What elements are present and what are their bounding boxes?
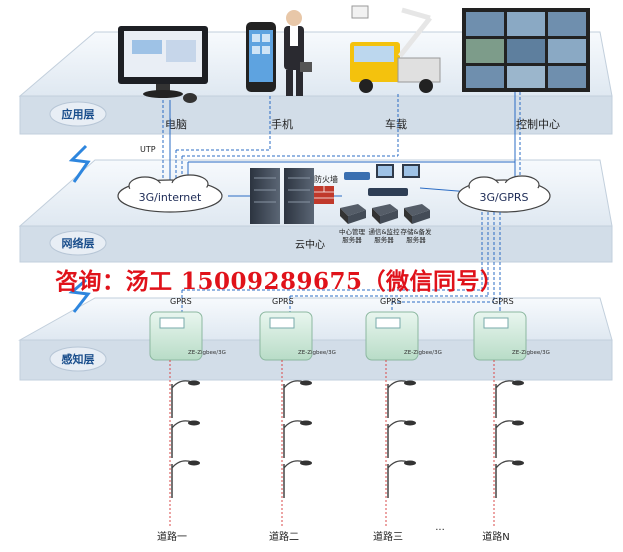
street-light-icon [283, 420, 312, 458]
internet-cloud-icon: 3G/internet [117, 174, 223, 213]
gprs-label-1: GPRS [170, 297, 192, 306]
cloud-center-label: 云中心 [295, 238, 325, 251]
road-cables [169, 360, 495, 528]
server-label-storage-line2: 服务器 [406, 235, 426, 244]
road-label-3: 道路三 [373, 530, 403, 543]
device-label-control-center: 控制中心 [516, 117, 560, 131]
internet-cloud-label: 3G/internet [139, 191, 202, 204]
street-light-icon [283, 380, 312, 418]
road-label-1: 道路一 [157, 530, 187, 543]
server-label-monitoring-line1: 通信&监控 [368, 227, 400, 236]
road-label-4: 道路N [482, 530, 509, 543]
terminal-device-icon [149, 311, 203, 361]
layer-badge-network: 网络层 [49, 230, 107, 256]
layer-label-network: 网络层 [62, 236, 95, 250]
road-label-2: 道路二 [269, 530, 299, 543]
service-truck-icon [350, 5, 441, 93]
workstation-icon [376, 164, 420, 178]
layer-badge-perception: 感知层 [49, 346, 107, 372]
layer-label-application: 应用层 [62, 107, 95, 121]
street-light-icon [387, 420, 416, 458]
server-unit-management-icon [340, 204, 366, 224]
street-light-icon [171, 420, 200, 458]
street-light-icon [171, 380, 200, 418]
consult-contact-text: 咨询：汤工 15009289675（微信同号） [55, 268, 504, 295]
gprs-cloud-label: 3G/GPRS [479, 191, 528, 204]
terminal-device-icon [473, 311, 527, 361]
street-light-icon [283, 460, 312, 498]
device-label-phone: 手机 [271, 117, 293, 131]
server-label-management-line2: 服务器 [342, 235, 362, 244]
server-label-monitoring-line2: 服务器 [374, 235, 394, 244]
lightning-icon [68, 278, 91, 313]
lightning-icon [68, 144, 91, 183]
terminal-label-4: ZE-Zigbee/3G [512, 350, 550, 356]
router-icon [344, 172, 408, 196]
street-light-icon [495, 380, 524, 418]
street-lights [171, 380, 524, 498]
street-light-icon [387, 460, 416, 498]
server-rack-icon [250, 168, 314, 224]
street-light-icon [495, 460, 524, 498]
utp-label: UTP [140, 145, 156, 154]
road-ellipsis: ... [435, 522, 445, 533]
terminal-device-icon [259, 311, 313, 361]
terminal-label-3: ZE-Zigbee/3G [404, 350, 442, 356]
server-label-management-line1: 中心管理 [339, 227, 366, 236]
street-light-icon [495, 420, 524, 458]
gprs-label-3: GPRS [380, 297, 402, 306]
gprs-cloud-icon: 3G/GPRS [457, 175, 551, 213]
firewall-icon [314, 186, 334, 204]
device-label-computer: 电脑 [165, 118, 187, 131]
firewall-label: 防火墙 [314, 174, 338, 184]
gprs-link-lines [181, 212, 501, 314]
computer-icon [118, 26, 208, 103]
layer-badge-application: 应用层 [49, 101, 107, 127]
gprs-label-2: GPRS [272, 297, 294, 306]
businessman-icon [284, 10, 312, 96]
video-wall-icon [462, 8, 590, 92]
phone-icon [246, 22, 276, 92]
street-light-icon [387, 380, 416, 418]
terminal-label-1: ZE-Zigbee/3G [188, 350, 226, 356]
street-light-icon [171, 460, 200, 498]
server-label-storage-line1: 存储&备发 [400, 227, 432, 236]
gprs-label-4: GPRS [492, 297, 514, 306]
server-unit-monitoring-icon [372, 204, 398, 224]
layer-label-perception: 感知层 [62, 352, 95, 366]
terminal-label-2: ZE-Zigbee/3G [298, 350, 336, 356]
server-unit-storage-icon [404, 204, 430, 224]
terminal-device-icon [365, 311, 419, 361]
device-label-vehicle: 车载 [385, 117, 407, 131]
